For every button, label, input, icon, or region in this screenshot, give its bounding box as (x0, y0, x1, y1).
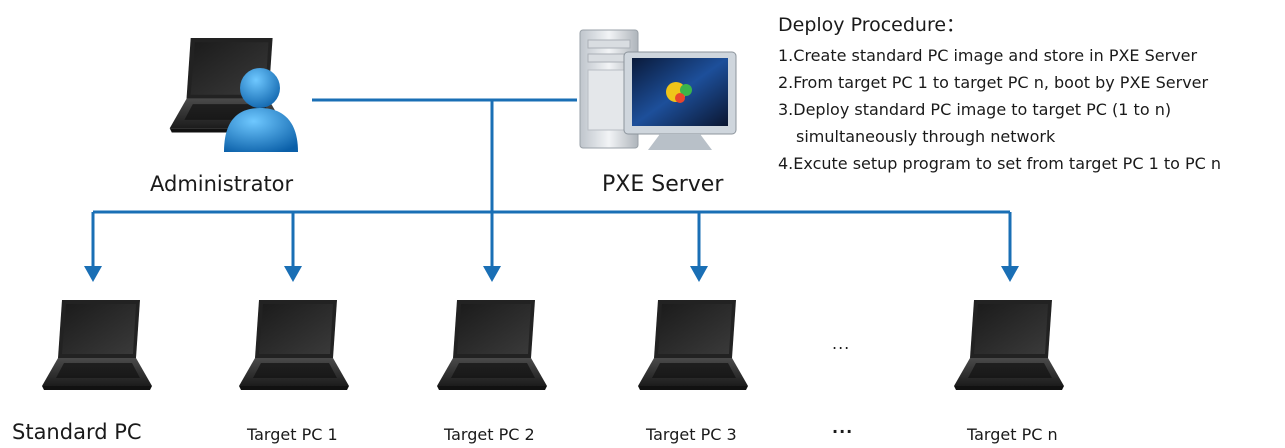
target-pc-3-label: Target PC 3 (646, 425, 737, 444)
procedure-step: 2.From target PC 1 to target PC n, boot … (778, 73, 1209, 92)
ellipsis-icon: ... (832, 334, 851, 353)
monitor-icon (623, 51, 737, 150)
laptop-icon (954, 300, 1064, 390)
pxe-server-label: PXE Server (602, 172, 724, 197)
target-pc-n-label: Target PC n (967, 425, 1058, 444)
arrow-down-icon (1001, 266, 1019, 282)
procedure-step: simultaneously through network (796, 127, 1056, 146)
arrow-down-icon (483, 266, 501, 282)
administrator-node (169, 38, 298, 152)
laptop-icon (239, 300, 349, 390)
target-pc-1-label: Target PC 1 (247, 425, 338, 444)
arrow-down-icon (284, 266, 302, 282)
arrow-down-icon (84, 266, 102, 282)
procedure-step: 4.Excute setup program to set from targe… (778, 154, 1222, 173)
standard-pc-label: Standard PC (12, 420, 142, 444)
arrowheads (84, 266, 1019, 282)
target-pc-2-label: Target PC 2 (444, 425, 535, 444)
connectors (91, 98, 1012, 270)
administrator-label: Administrator (150, 172, 294, 196)
desktop-computer-icon (579, 29, 737, 150)
procedure-title: Deploy Procedure： (778, 14, 966, 36)
ellipsis-label: ... (832, 418, 854, 437)
user-icon (224, 68, 298, 152)
procedure-step: 1.Create standard PC image and store in … (778, 46, 1198, 65)
arrow-down-icon (690, 266, 708, 282)
procedure-step: 3.Deploy standard PC image to target PC … (778, 100, 1172, 119)
laptop-icon (437, 300, 547, 390)
procedure-steps: 1.Create standard PC image and store in … (778, 42, 1221, 177)
laptop-icon (42, 300, 152, 390)
laptop-icon (638, 300, 748, 390)
